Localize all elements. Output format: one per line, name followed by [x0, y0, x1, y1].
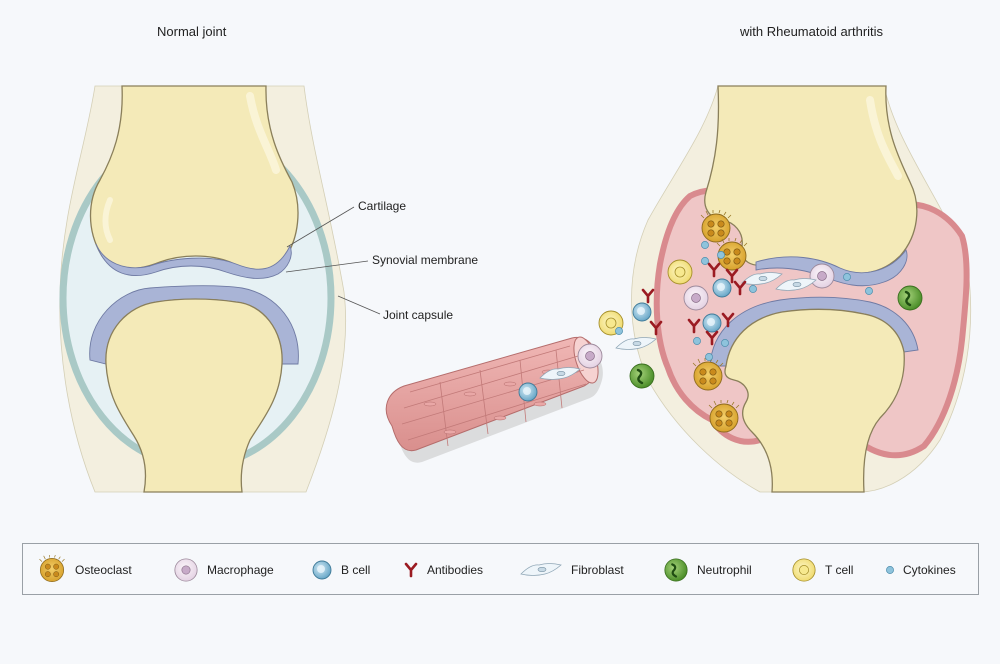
- t-cell-icon: [792, 558, 816, 582]
- legend-cytokines: Cytokines: [885, 544, 956, 596]
- normal-joint-title: Normal joint: [157, 24, 227, 39]
- macrophage-icon: [174, 558, 198, 582]
- cartilage-leader: [286, 206, 355, 248]
- legend-label: Antibodies: [427, 563, 484, 577]
- legend-macrophage: Macrophage: [173, 544, 274, 596]
- legend-label: Macrophage: [207, 563, 274, 577]
- b-cell-icon: [312, 560, 332, 580]
- normal-lower-bone: [105, 298, 283, 493]
- legend-osteoclast: Osteoclast: [37, 544, 132, 596]
- ra-lower-bone: [724, 308, 905, 493]
- ra-joint-title: with Rheumatoid arthritis: [740, 24, 884, 39]
- antibody-icon: [404, 562, 418, 578]
- normal-upper-cartilage: [95, 243, 292, 279]
- legend-b-cell: B cell: [311, 544, 370, 596]
- normal-upper-bone: [89, 85, 299, 272]
- synovial-leader: [285, 260, 369, 273]
- legend-label: T cell: [825, 563, 854, 577]
- fibroblast-icon: [520, 563, 562, 576]
- cartilage-label: Cartilage: [358, 199, 407, 213]
- normal-joint: [59, 85, 381, 493]
- capsule-leader: [337, 295, 381, 315]
- legend-antibodies: Antibodies: [403, 544, 483, 596]
- legend-label: B cell: [341, 563, 371, 577]
- ra-joint: [518, 85, 972, 493]
- joint-capsule-label: Joint capsule: [383, 308, 454, 322]
- neutrophil-icon: [663, 557, 689, 583]
- legend-label: Cytokines: [903, 563, 956, 577]
- legend: Osteoclast Macrophage B cell Antibodies …: [22, 543, 979, 595]
- legend-label: Fibroblast: [571, 563, 624, 577]
- osteoclast-icon: [39, 555, 65, 583]
- legend-label: Osteoclast: [75, 563, 132, 577]
- blood-vessel: [385, 336, 603, 463]
- legend-fibroblast: Fibroblast: [519, 544, 624, 596]
- legend-label: Neutrophil: [697, 563, 752, 577]
- legend-t-cell: T cell: [791, 544, 853, 596]
- legend-neutrophil: Neutrophil: [663, 544, 752, 596]
- synovial-membrane-label: Synovial membrane: [372, 253, 479, 267]
- cytokine-icon: [886, 566, 894, 574]
